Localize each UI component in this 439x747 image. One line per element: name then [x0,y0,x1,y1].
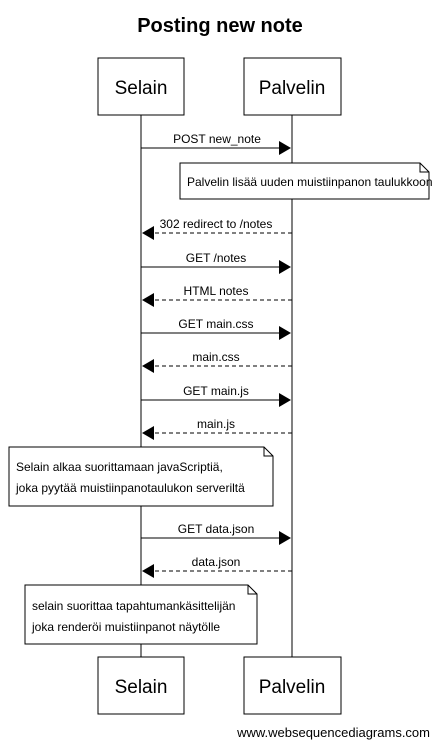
participant-selain-top: Selain [97,57,185,116]
participant-label: Palvelin [259,78,326,99]
message-label: main.js [197,417,235,431]
note-selain-render: selain suorittaa tapahtumankäsittelijän … [24,584,258,645]
participant-palvelin-top: Palvelin [243,57,342,116]
message-label: main.css [192,350,239,364]
note-text-line: Selain alkaa suorittamaan javaScriptiä, [16,460,223,474]
message-label: GET /notes [186,251,246,265]
message-get-notes: GET /notes [141,251,291,274]
message-main-js: main.js [142,417,292,440]
participant-palvelin-bottom: Palvelin [243,656,342,715]
message-html-notes: HTML notes [142,284,292,307]
note-text-line: joka pyytää muistiinpanotaulukon serveri… [15,481,245,495]
participant-label: Selain [115,78,168,99]
message-get-main-js: GET main.js [141,384,291,407]
message-main-css: main.css [142,350,292,373]
message-label: HTML notes [184,284,249,298]
note-text-line: joka renderöi muistiinpanot näytölle [31,620,220,634]
message-post-new-note: POST new_note [141,132,291,155]
note-palvelin-lisaa: Palvelin lisää uuden muistiinpanon taulu… [179,162,433,200]
message-label: GET main.js [183,384,249,398]
message-get-data-json: GET data.json [141,522,291,545]
message-get-main-css: GET main.css [141,317,291,340]
participant-label: Selain [115,677,168,698]
message-label: 302 redirect to /notes [160,217,273,231]
note-text-line: Palvelin lisää uuden muistiinpanon taulu… [187,175,433,189]
note-text-line: selain suorittaa tapahtumankäsittelijän [32,599,235,613]
diagram-title: Posting new note [137,15,303,37]
message-label: POST new_note [173,132,261,146]
participant-label: Palvelin [259,677,326,698]
message-302-redirect: 302 redirect to /notes [142,217,292,240]
footer-watermark: www.websequencediagrams.com [236,725,430,740]
participant-selain-bottom: Selain [97,656,185,715]
message-data-json: data.json [142,555,292,578]
message-label: data.json [192,555,241,569]
message-label: GET data.json [178,522,255,536]
message-label: GET main.css [178,317,253,331]
note-selain-javascript: Selain alkaa suorittamaan javaScriptiä, … [8,446,274,507]
